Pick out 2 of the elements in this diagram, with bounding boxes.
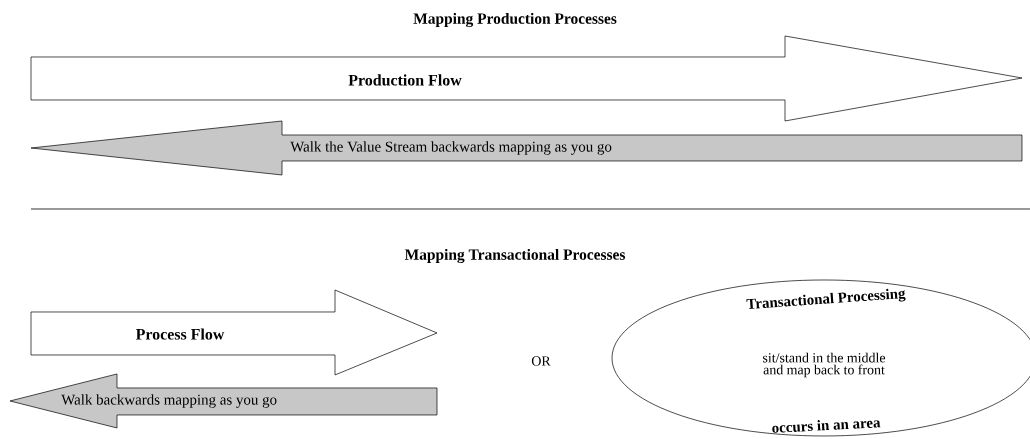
- label: OR: [531, 356, 551, 366]
- heading: Mapping Transactional Processes: [404, 248, 625, 264]
